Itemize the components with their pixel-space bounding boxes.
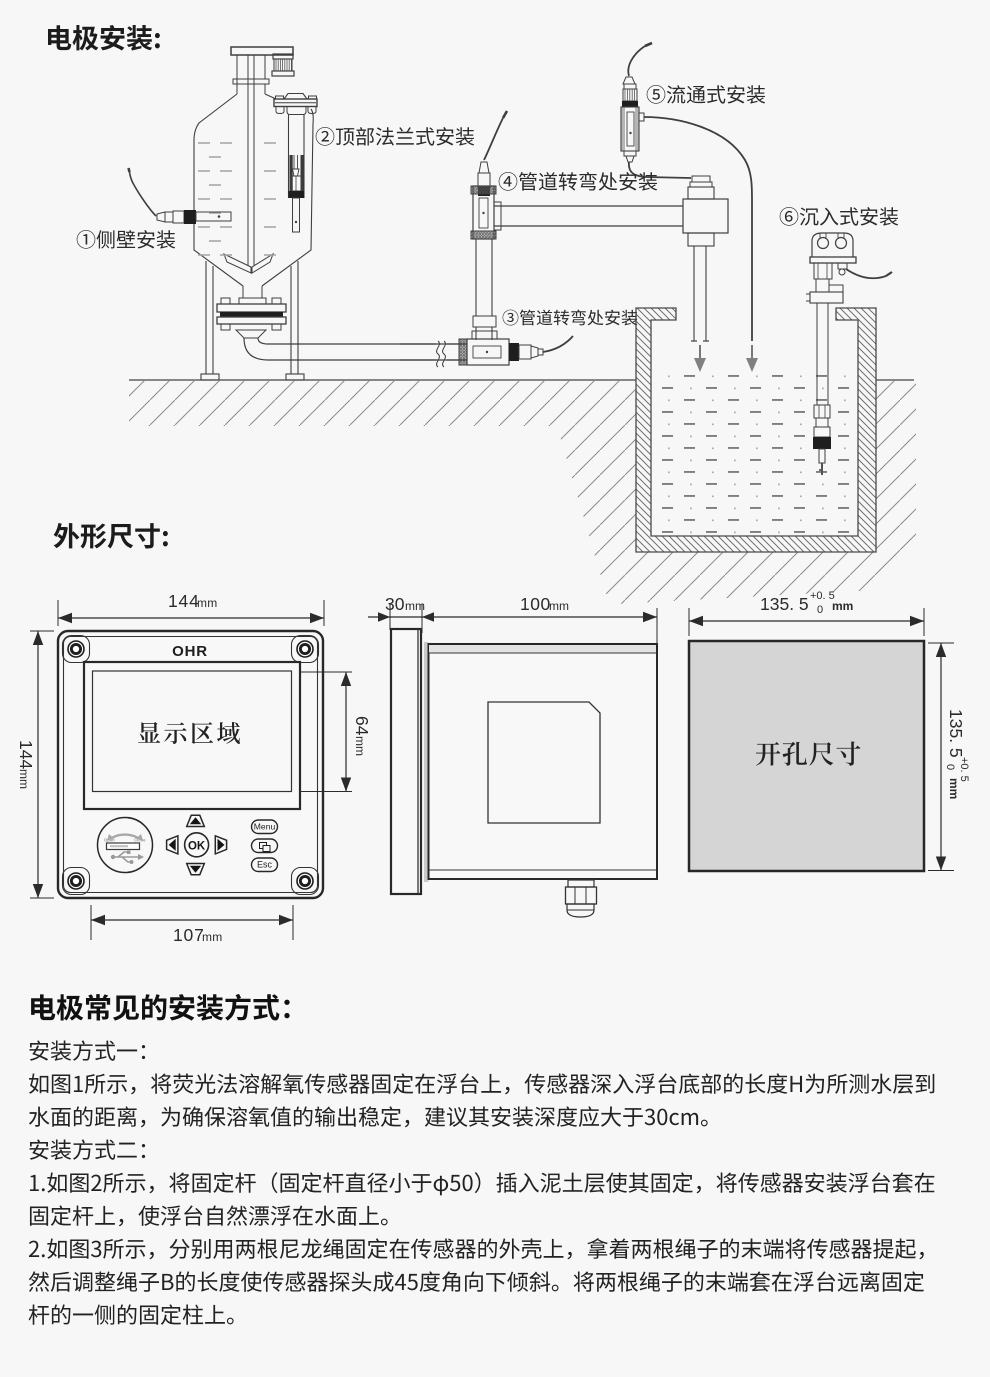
svg-text:135. 5: 135. 5 xyxy=(946,709,966,758)
svg-text:OHR: OHR xyxy=(172,643,208,660)
svg-text:mm: mm xyxy=(17,769,31,789)
svg-text:mm: mm xyxy=(947,778,961,799)
svg-text:100: 100 xyxy=(520,594,551,614)
svg-text:OK: OK xyxy=(188,840,206,852)
svg-text:135. 5: 135. 5 xyxy=(760,594,809,614)
svg-text:30: 30 xyxy=(385,594,405,614)
svg-text:mm: mm xyxy=(197,596,218,610)
svg-text:107: 107 xyxy=(173,925,205,945)
svg-text:0: 0 xyxy=(944,764,956,770)
svg-text:0: 0 xyxy=(817,604,823,616)
svg-text:mm: mm xyxy=(353,736,367,756)
svg-text:mm: mm xyxy=(202,930,223,944)
svg-text:mm: mm xyxy=(549,599,569,613)
svg-text:Esc: Esc xyxy=(257,860,273,870)
svg-text:144: 144 xyxy=(168,591,200,611)
svg-text:Menu: Menu xyxy=(254,822,276,832)
svg-text:64: 64 xyxy=(352,716,372,736)
svg-text:Open: Open xyxy=(104,838,115,843)
svg-text:+0. 5: +0. 5 xyxy=(958,757,970,782)
svg-text:144: 144 xyxy=(16,740,36,769)
svg-text:mm: mm xyxy=(832,599,853,613)
svg-text:mm: mm xyxy=(405,599,425,613)
svg-text:+0. 5: +0. 5 xyxy=(810,590,835,602)
svg-text:Close: Close xyxy=(134,838,146,843)
